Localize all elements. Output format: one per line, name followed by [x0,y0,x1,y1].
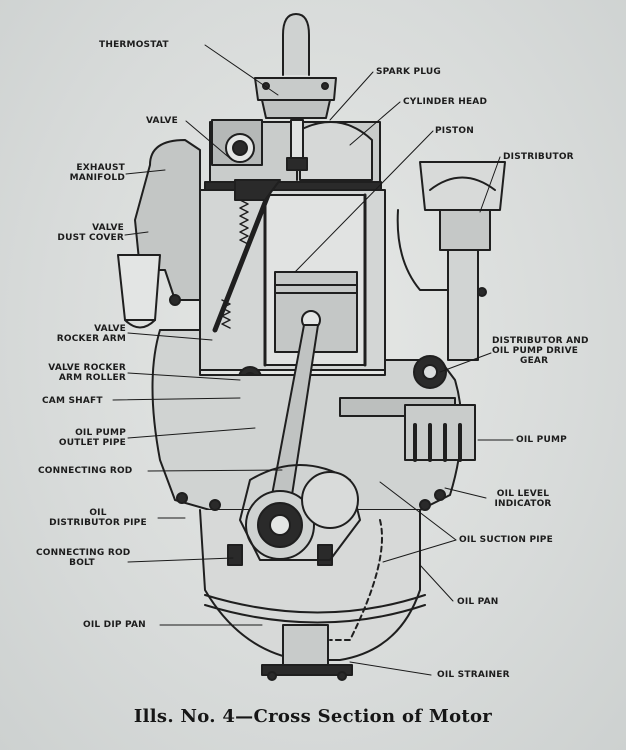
label-oil-suction-pipe: OIL SUCTION PIPE [459,535,553,545]
label-oil-pan: OIL PAN [457,597,499,607]
cylinder-head [204,119,382,191]
label-distributor-drive-gear: DISTRIBUTOR AND OIL PUMP DRIVE GEAR [492,336,589,366]
label-oil-dip-pan: OIL DIP PAN [83,620,146,630]
spark-plug [286,119,308,181]
leader-lines [112,44,514,676]
label-valve-rocker-arm: VALVE ROCKER ARM [56,324,126,344]
label-spark-plug: SPARK PLUG [376,67,441,77]
label-cylinder-head: CYLINDER HEAD [403,97,488,107]
distributor-assembly [339,161,506,462]
oil-pan-internals [204,519,426,681]
label-exhaust-manifold: EXHAUST MANIFOLD [69,163,125,183]
thermostat-housing [254,13,337,119]
flange-bolts [169,287,487,511]
label-connecting-rod: CONNECTING ROD [38,466,133,476]
label-valve-rocker-arm-roller: VALVE ROCKER ARM ROLLER [48,363,126,383]
label-piston: PISTON [435,126,474,136]
label-oil-strainer: OIL STRAINER [437,670,510,680]
label-connecting-rod-bolt: CONNECTING ROD BOLT [36,548,131,568]
figure-caption: Ills. No. 4—Cross Section of Motor [133,706,493,727]
label-valve-dust-cover: VALVE DUST COVER [57,223,124,243]
label-thermostat: THERMOSTAT [99,40,169,50]
crankshaft [239,464,361,561]
motor-cross-section-drawing [112,13,514,681]
label-distributor: DISTRIBUTOR [503,152,574,162]
exhaust-manifold [117,139,201,329]
label-oil-pump: OIL PUMP [516,435,567,445]
connecting-rod [227,324,333,566]
label-oil-pump-outlet-pipe: OIL PUMP OUTLET PIPE [58,428,126,448]
label-valve: VALVE [146,116,178,126]
label-oil-distributor-pipe: OIL DISTRIBUTOR PIPE [49,508,147,528]
label-cam-shaft: CAM SHAFT [42,396,103,406]
label-oil-level-indicator: OIL LEVEL INDICATOR [494,489,552,509]
